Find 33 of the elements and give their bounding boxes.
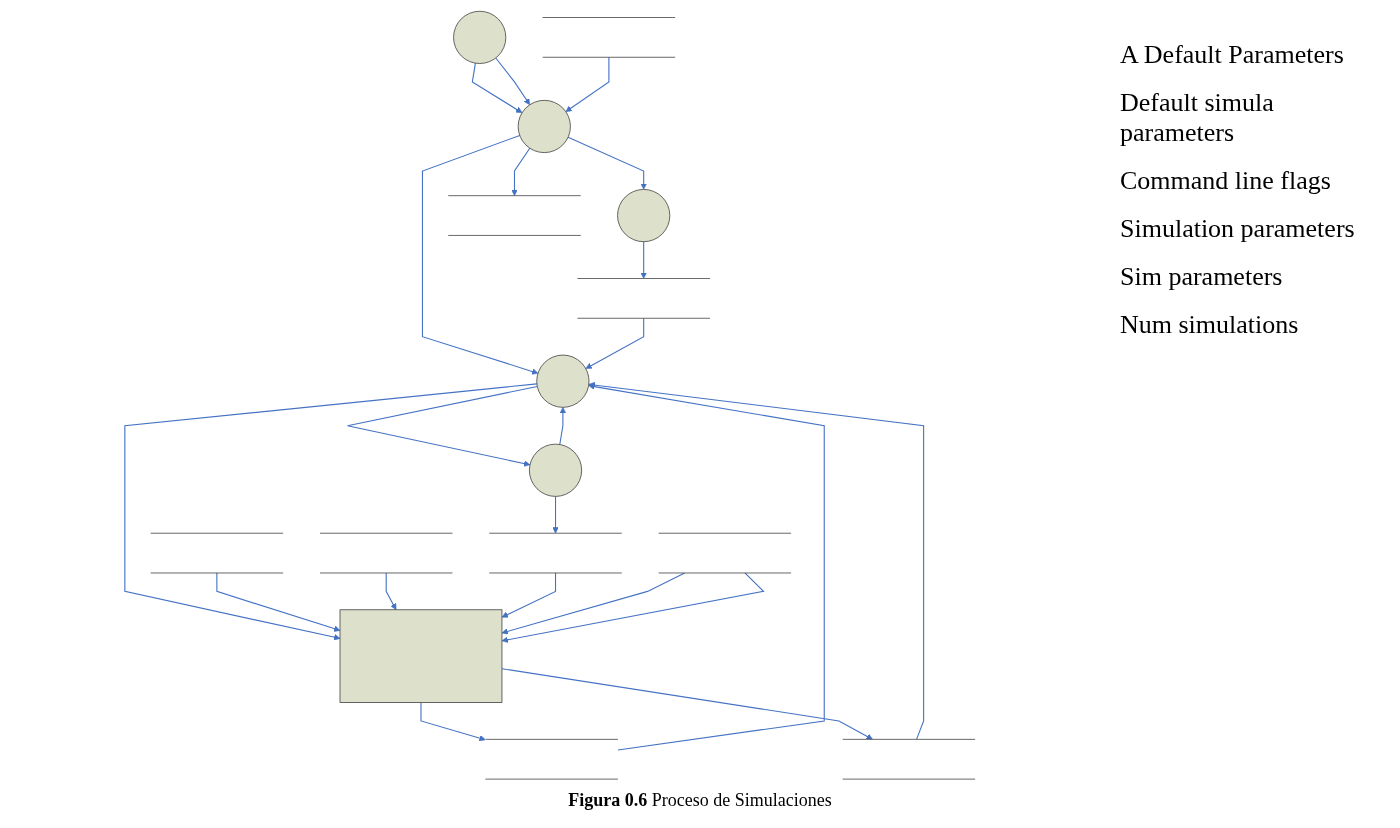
arrow bbox=[588, 381, 925, 740]
arrow bbox=[640, 241, 647, 279]
arrow bbox=[495, 57, 531, 106]
arrow bbox=[124, 383, 538, 641]
node-circle bbox=[453, 10, 507, 64]
node-circle bbox=[536, 354, 590, 408]
arrow bbox=[420, 702, 486, 742]
arrow bbox=[567, 136, 647, 190]
arrow bbox=[511, 147, 531, 196]
figure-caption: Figura 0.6 Proceso de Simulaciones bbox=[567, 790, 833, 811]
arrow bbox=[421, 134, 539, 375]
node-box bbox=[339, 609, 503, 703]
label-text: Num simulations bbox=[1120, 310, 1300, 340]
arrow bbox=[347, 385, 538, 467]
label-text: Command line flags bbox=[1120, 166, 1332, 196]
node-circle bbox=[517, 99, 571, 153]
label-text: Default simula parameters bbox=[1120, 88, 1275, 148]
node-circle bbox=[529, 443, 583, 497]
arrow bbox=[501, 572, 557, 618]
arrow bbox=[501, 572, 686, 635]
arrow bbox=[552, 495, 559, 534]
arrow bbox=[501, 668, 873, 740]
node-circle bbox=[617, 189, 671, 243]
label-text: Sim parameters bbox=[1120, 262, 1284, 292]
label-text: Simulation parameters bbox=[1120, 214, 1356, 244]
arrow bbox=[559, 407, 567, 446]
arrow bbox=[385, 572, 397, 611]
arrow bbox=[501, 572, 765, 643]
label-text: A Default Parameters bbox=[1120, 40, 1345, 70]
arrow bbox=[585, 317, 645, 369]
arrow bbox=[216, 572, 341, 632]
arrow bbox=[565, 56, 610, 112]
arrow bbox=[471, 62, 523, 113]
